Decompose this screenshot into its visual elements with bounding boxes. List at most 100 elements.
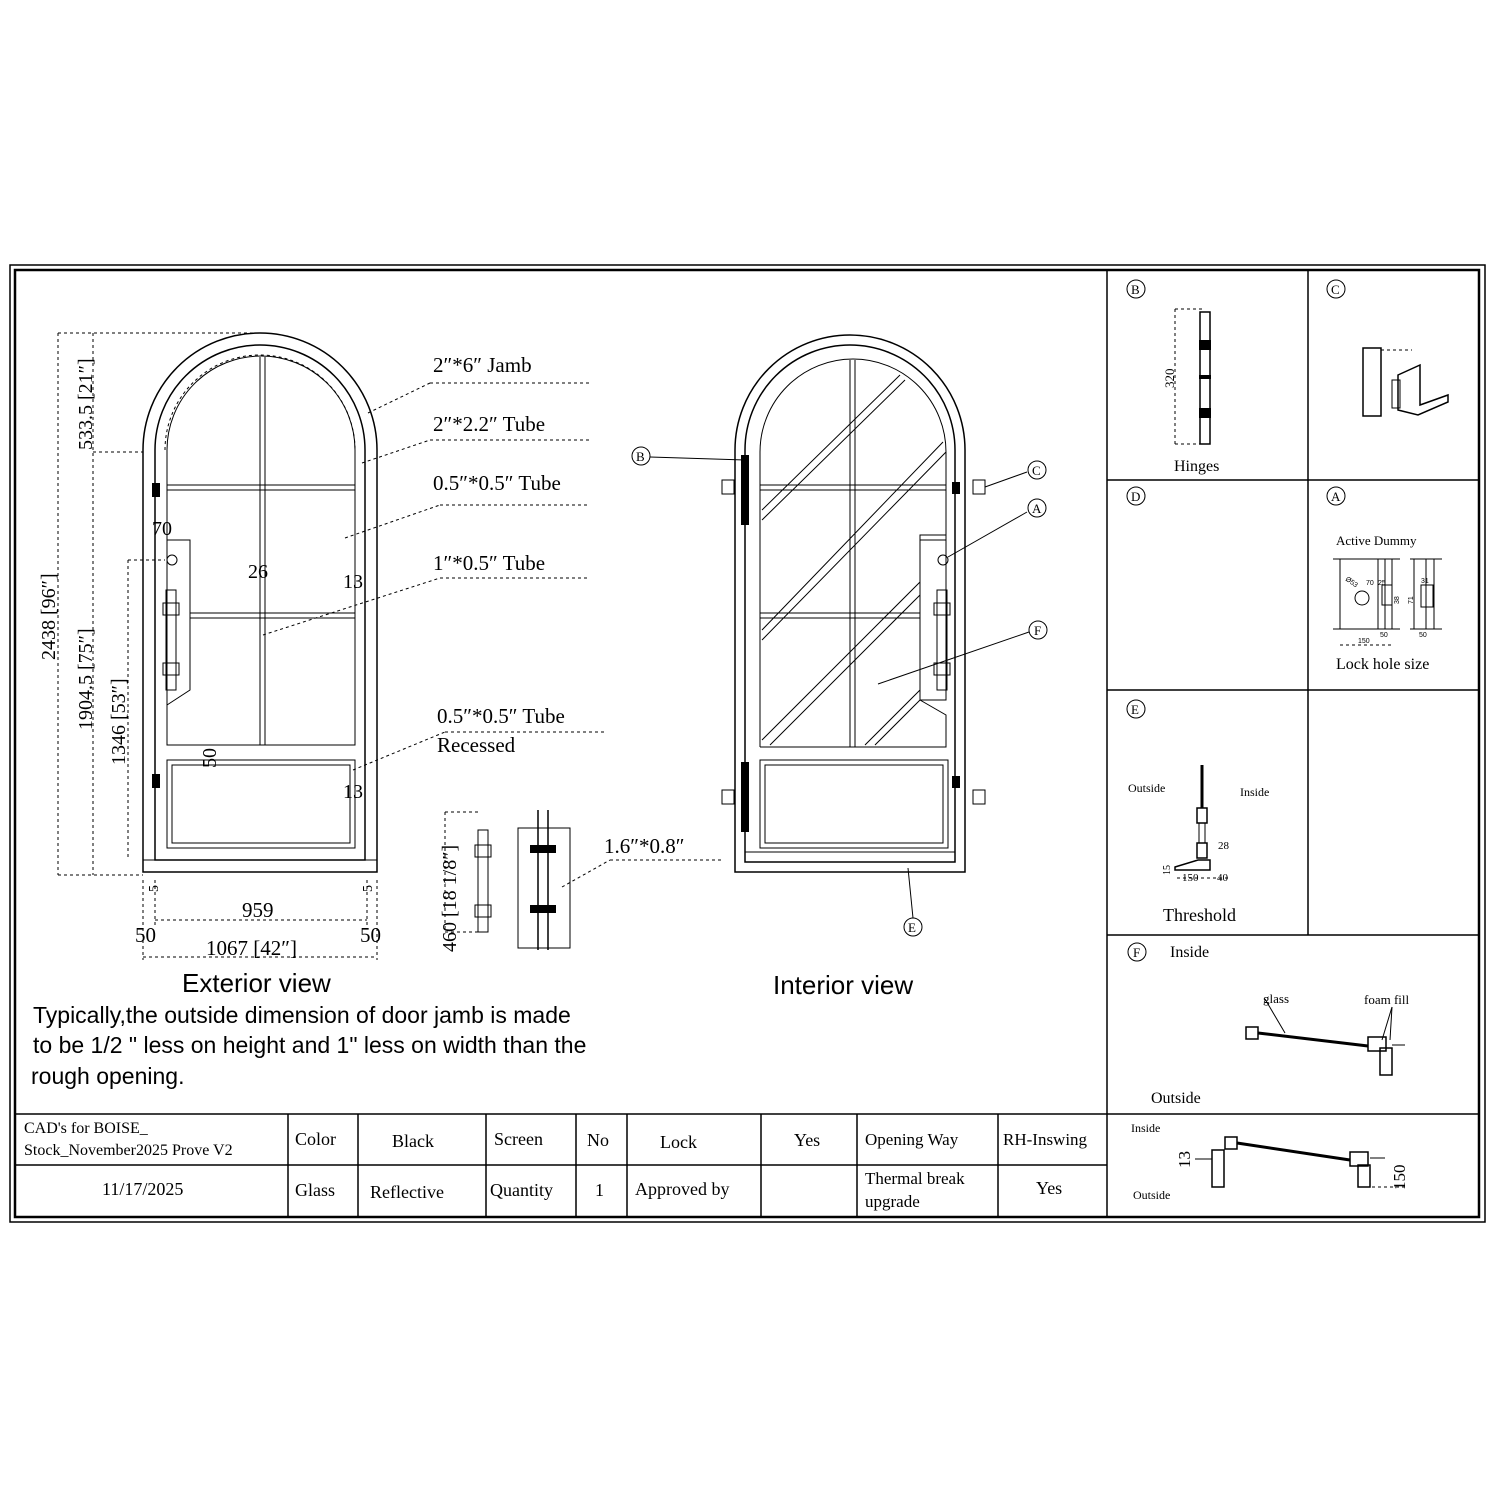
- svg-text:Inside: Inside: [1170, 944, 1209, 961]
- svg-text:150: 150: [1390, 1165, 1409, 1191]
- exterior-door: [57, 332, 378, 960]
- dim-total-width: 1067 [42″]: [206, 936, 297, 960]
- dim-lock-height: 1904.5 [75″]: [75, 628, 97, 730]
- svg-text:Typically,the outside dimensio: Typically,the outside dimension of door …: [33, 1002, 571, 1028]
- svg-text:15: 15: [1162, 865, 1173, 875]
- svg-text:40: 40: [1217, 872, 1229, 884]
- svg-text:foam fill: foam fill: [1364, 992, 1410, 1007]
- detail-c-bracket: C: [1326, 279, 1449, 417]
- detail-a-lock-hole: A Active Dummy Ø53 70 25 38 71 31 50 50 …: [1326, 486, 1442, 673]
- svg-text:Approved by: Approved by: [635, 1179, 729, 1199]
- svg-text:Thermal break: Thermal break: [865, 1169, 965, 1188]
- hinge-top-icon: [741, 455, 749, 525]
- svg-text:150: 150: [1358, 638, 1370, 645]
- svg-text:rough opening.: rough opening.: [31, 1063, 184, 1089]
- svg-text:Inside: Inside: [1131, 1121, 1160, 1135]
- svg-text:150: 150: [1182, 872, 1199, 884]
- svg-text:F: F: [1034, 623, 1041, 638]
- dim-small-left: 5: [147, 885, 162, 892]
- callout-handle-size: 1.6″*0.8″: [604, 834, 685, 858]
- svg-text:Glass: Glass: [295, 1180, 335, 1200]
- detail-d-empty: D: [1126, 486, 1146, 506]
- exterior-dimensions: 2438 [96″] 533.5 [21″] 1904.5 [75″] 1346…: [38, 358, 381, 960]
- interior-view-title: Interior view: [773, 970, 913, 1000]
- callout-tube-recessed: 0.5″*0.5″ Tube: [437, 704, 565, 728]
- svg-text:Ø53: Ø53: [1344, 576, 1359, 589]
- interior-markers: B C A F E: [631, 446, 1048, 937]
- dim-small-right: 5: [361, 885, 376, 892]
- drawing-date: 11/17/2025: [102, 1179, 183, 1199]
- svg-text:Threshold: Threshold: [1163, 905, 1236, 925]
- lock-value: Yes: [794, 1130, 820, 1150]
- dim-rail: 50: [199, 748, 221, 768]
- svg-text:Quantity: Quantity: [490, 1180, 553, 1200]
- svg-text:Lock: Lock: [660, 1132, 697, 1152]
- svg-text:Lock hole size: Lock hole size: [1336, 656, 1429, 673]
- svg-text:D: D: [1131, 489, 1140, 504]
- quantity-value: 1: [595, 1180, 604, 1200]
- interior-door: [649, 334, 1030, 919]
- dim-lock-offset: 70: [152, 518, 172, 540]
- svg-text:Opening Way: Opening Way: [865, 1130, 959, 1149]
- callout-tube-05: 0.5″*0.5″ Tube: [433, 471, 561, 495]
- exterior-callouts: 2″*6″ Jamb 2″*2.2″ Tube 0.5″*0.5″ Tube 1…: [262, 353, 722, 888]
- svg-text:13: 13: [1175, 1151, 1194, 1168]
- dim-bead-bottom: 13: [343, 781, 363, 803]
- opening-way-value: RH-Inswing: [1003, 1130, 1088, 1149]
- project-name: CAD's for BOISE_: [24, 1120, 149, 1137]
- jamb-note: Typically,the outside dimension of door …: [31, 1002, 586, 1089]
- svg-text:Outside: Outside: [1128, 781, 1165, 795]
- sheet-inner-border: [13, 268, 1481, 1219]
- svg-text:Inside: Inside: [1240, 785, 1269, 799]
- svg-text:Screen: Screen: [494, 1129, 543, 1149]
- dim-arch-height: 533.5 [21″]: [75, 358, 97, 450]
- dim-mullion: 26: [248, 561, 268, 583]
- project-version: Stock_November2025 Prove V2: [24, 1142, 233, 1159]
- glass-value: Reflective: [370, 1182, 444, 1202]
- dim-handle-length: 460 [18 1/8″]: [439, 845, 461, 952]
- svg-text:71: 71: [1408, 596, 1415, 604]
- exterior-view-title: Exterior view: [182, 968, 331, 998]
- svg-text:A: A: [1331, 489, 1341, 504]
- dim-glass-width: 959: [242, 898, 274, 922]
- detail-grid: [15, 270, 1479, 1217]
- svg-text:C: C: [1331, 282, 1340, 297]
- detail-f-section: F Inside Outside glass foam fill: [1127, 942, 1410, 1107]
- svg-text:28: 28: [1218, 840, 1230, 852]
- svg-text:70: 70: [1366, 580, 1374, 587]
- svg-text:B: B: [636, 449, 645, 464]
- svg-text:Outside: Outside: [1151, 1090, 1201, 1107]
- svg-text:A: A: [1032, 501, 1042, 516]
- detail-g-section: Inside Outside 13 150: [1131, 1121, 1409, 1202]
- svg-text:Color: Color: [295, 1129, 336, 1149]
- svg-text:to be 1/2 " less on height and: to be 1/2 " less on height and 1" less o…: [33, 1032, 586, 1058]
- dim-bead-top: 13: [343, 571, 363, 593]
- svg-text:25: 25: [1378, 580, 1386, 587]
- handle-detail: 460 [18 1/8″]: [439, 810, 571, 952]
- callout-jamb: 2″*6″ Jamb: [433, 353, 532, 377]
- title-block: CAD's for BOISE_ Stock_November2025 Prov…: [24, 1120, 1088, 1211]
- svg-text:C: C: [1032, 463, 1041, 478]
- svg-text:glass: glass: [1263, 991, 1289, 1006]
- dim-total-height: 2438 [96″]: [38, 573, 60, 660]
- dim-handle-height: 1346 [53″]: [108, 678, 130, 765]
- svg-text:50: 50: [1380, 632, 1388, 639]
- svg-text:320: 320: [1162, 369, 1177, 389]
- detail-b-hinges: B 320 Hinges: [1126, 279, 1219, 475]
- sheet-outer-border: [9, 264, 1486, 1223]
- color-value: Black: [392, 1131, 434, 1151]
- thermal-break-value: Yes: [1036, 1178, 1062, 1198]
- svg-text:B: B: [1131, 282, 1140, 297]
- dim-side-left: 50: [135, 923, 156, 947]
- callout-tube-2x2: 2″*2.2″ Tube: [433, 412, 545, 436]
- svg-text:E: E: [908, 920, 916, 935]
- title-block-grid: [15, 1114, 1107, 1217]
- screen-value: No: [587, 1130, 609, 1150]
- svg-text:31: 31: [1421, 578, 1429, 585]
- svg-text:50: 50: [1419, 632, 1427, 639]
- svg-text:F: F: [1133, 945, 1140, 960]
- dim-side-right: 50: [360, 923, 381, 947]
- svg-text:Hinges: Hinges: [1174, 458, 1219, 475]
- svg-text:E: E: [1131, 702, 1139, 717]
